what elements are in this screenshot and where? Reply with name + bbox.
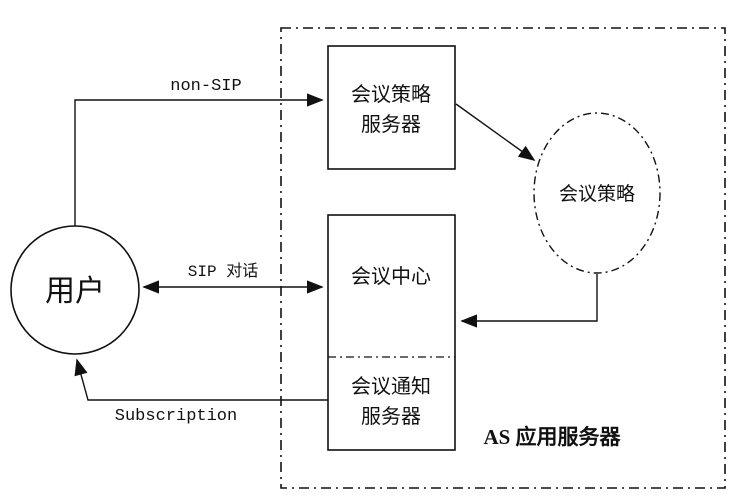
policy-server-box bbox=[327, 45, 456, 170]
policy-ellipse-label: 会议策略 bbox=[559, 183, 635, 205]
non-sip-label: non-SIP bbox=[170, 77, 241, 96]
as-server-label: AS 应用服务器 bbox=[483, 425, 621, 449]
policy-server-label-line2: 服务器 bbox=[361, 113, 421, 136]
user-label: 用户 bbox=[45, 275, 105, 308]
policy-server-label-line1: 会议策略 bbox=[351, 83, 431, 106]
subscription-label: Subscription bbox=[115, 407, 237, 426]
conference-center-box bbox=[327, 214, 456, 451]
arrow-ellipse-to-center bbox=[460, 274, 598, 328]
arrow-non-sip bbox=[74, 93, 324, 226]
sip-dialog-label: SIP 对话 bbox=[188, 262, 258, 281]
policy-ellipse bbox=[533, 112, 661, 274]
notification-server-label-line1: 会议通知 bbox=[351, 375, 431, 398]
conference-center-label: 会议中心 bbox=[351, 265, 431, 288]
arrow-subscription bbox=[74, 358, 328, 401]
as-server-boundary bbox=[280, 27, 726, 489]
arrow-policy-server-to-ellipse bbox=[455, 103, 536, 161]
notification-server-label-line2: 服务器 bbox=[361, 405, 421, 428]
